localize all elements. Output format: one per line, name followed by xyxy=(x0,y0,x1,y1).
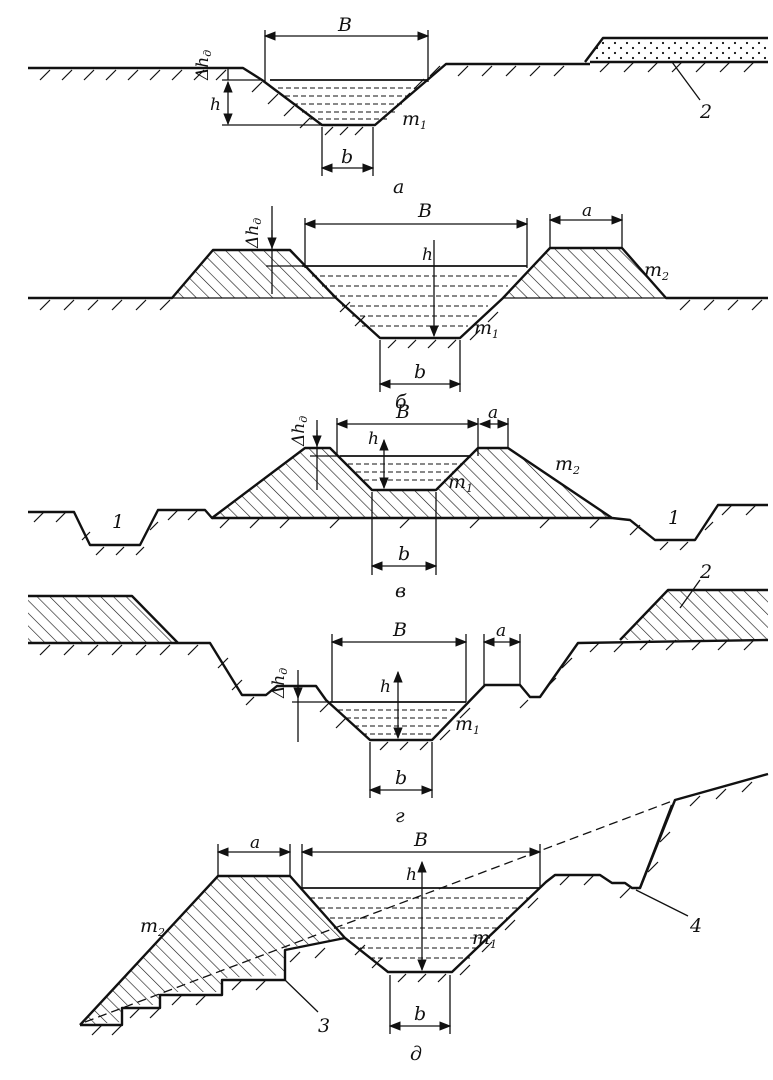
label-h-g: h xyxy=(380,677,391,697)
label-m1-v: m1 xyxy=(448,471,473,495)
label-dh-g: Δhд xyxy=(269,668,290,699)
embankment-d xyxy=(80,876,345,1025)
label-m2-v: m2 xyxy=(555,453,580,477)
label-b-b: b xyxy=(414,361,426,383)
label-a-v: a xyxy=(488,403,498,423)
label-dh-b: Δhд xyxy=(243,218,264,249)
section-d: a B h b m1 m2 3 4 д xyxy=(79,772,769,1065)
leader-4-d xyxy=(635,889,689,917)
stepped-base-d xyxy=(80,936,346,1027)
leader-3-d xyxy=(284,979,319,1013)
section-a: B h Δhд b m1 2 а xyxy=(28,14,768,198)
section-label-d: д xyxy=(410,1043,422,1065)
spoil-bank-right-g xyxy=(620,590,768,640)
embankment-v xyxy=(212,448,612,518)
section-v: B a h Δhд b m1 m2 1 1 в xyxy=(28,401,768,602)
label-a-b: a xyxy=(582,201,592,221)
water-v xyxy=(340,455,470,481)
ground-hatching-b xyxy=(39,299,763,349)
label-m2-d: m2 xyxy=(140,915,165,939)
label-2-g: 2 xyxy=(699,561,712,583)
section-label-a: а xyxy=(393,176,404,198)
levee-right-b xyxy=(503,248,666,298)
ground-hatching-g xyxy=(39,639,755,751)
label-4-d: 4 xyxy=(689,915,702,937)
leader-2-a xyxy=(671,61,701,101)
label-a-d: a xyxy=(250,833,260,853)
spoil-bank-outline-a xyxy=(584,36,768,63)
spoil-bank-left-g xyxy=(28,596,178,643)
label-2-a: 2 xyxy=(699,101,712,123)
leader-2-g xyxy=(679,579,701,609)
section-g: B a h Δhд b m1 2 г xyxy=(28,561,769,827)
label-b-v: b xyxy=(398,543,410,565)
label-b-a: b xyxy=(341,146,353,168)
label-B-d: B xyxy=(413,829,428,851)
ground-hatching-v xyxy=(33,504,757,556)
label-B-v: B xyxy=(395,401,410,423)
label-h-a: h xyxy=(210,95,221,115)
label-3-d: 3 xyxy=(318,1015,330,1037)
label-h-d: h xyxy=(406,865,417,885)
natural-ground-line-d xyxy=(84,799,676,1023)
ground-profile-b xyxy=(28,246,768,340)
ground-profile-g xyxy=(28,638,769,742)
ground-profile-d xyxy=(79,772,769,1026)
water-b xyxy=(302,265,527,327)
ground-hatching-a xyxy=(39,61,755,136)
label-B-g: B xyxy=(392,619,407,641)
label-m1-a: m1 xyxy=(402,108,427,132)
label-dh-v: Δhд xyxy=(289,416,310,447)
section-label-b: б xyxy=(395,391,407,413)
ground-profile-v xyxy=(28,446,768,547)
section-label-g: г xyxy=(395,805,405,827)
label-a-g: a xyxy=(496,621,506,641)
water-a xyxy=(270,79,428,120)
label-b-g: b xyxy=(395,767,407,789)
label-m1-b: m1 xyxy=(474,317,499,341)
section-b: B a h Δhд b m1 m2 б xyxy=(28,200,768,413)
label-dh-a: Δhд xyxy=(193,50,214,81)
label-m1-g: m1 xyxy=(455,713,480,737)
spoil-bank-a xyxy=(585,38,768,62)
label-m1-d: m1 xyxy=(472,927,497,951)
label-reserve-left-v: 1 xyxy=(112,511,124,533)
label-b-d: b xyxy=(414,1003,426,1025)
levee-left-b xyxy=(172,250,336,298)
label-B-b: B xyxy=(417,200,432,222)
label-m2-b: m2 xyxy=(644,259,669,283)
ground-hatching-d xyxy=(91,781,753,1036)
label-h-b: h xyxy=(422,245,433,265)
label-reserve-right-v: 1 xyxy=(668,507,680,529)
label-h-v: h xyxy=(368,429,379,449)
section-label-v: в xyxy=(395,580,406,602)
label-B-a: B xyxy=(337,14,352,36)
